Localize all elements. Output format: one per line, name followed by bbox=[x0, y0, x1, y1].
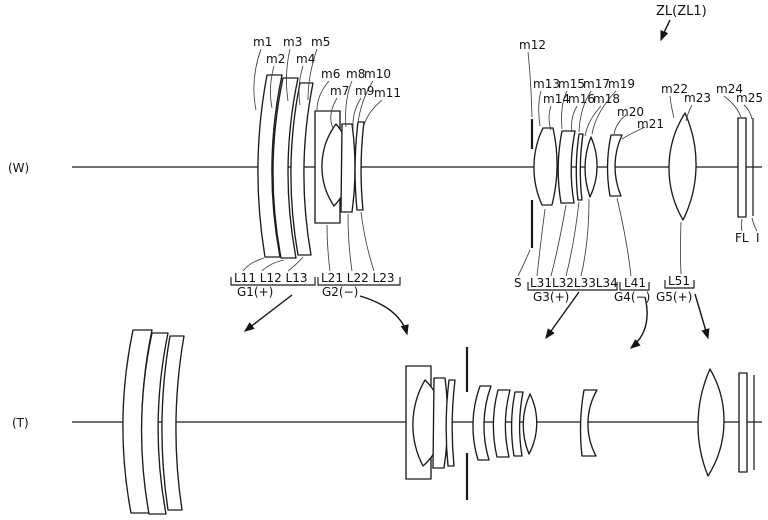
label-m5: m5 bbox=[311, 35, 330, 49]
label-g3-name: G3(+) bbox=[533, 290, 569, 304]
label-image-plane: I bbox=[756, 231, 760, 245]
w-lens-l51 bbox=[668, 112, 697, 221]
label-m3: m3 bbox=[283, 35, 302, 49]
w-lens-l31 bbox=[533, 127, 558, 206]
arrow-g5-to-tele bbox=[694, 293, 710, 340]
label-m10: m10 bbox=[364, 67, 391, 81]
label-view-tele: (T) bbox=[12, 416, 29, 430]
label-m13: m13 bbox=[533, 77, 560, 91]
t-filter-fl bbox=[738, 372, 748, 473]
t-lens-l51 bbox=[697, 368, 725, 477]
label-m6: m6 bbox=[321, 67, 340, 81]
t-lens-l31 bbox=[472, 385, 492, 461]
label-m1: m1 bbox=[253, 35, 272, 49]
label-m14: m14 bbox=[543, 92, 570, 106]
arrow-g2-to-tele bbox=[359, 295, 409, 336]
label-m18: m18 bbox=[593, 92, 620, 106]
label-g4-name: G4(−) bbox=[614, 290, 650, 304]
label-m25: m25 bbox=[736, 91, 763, 105]
label-m20: m20 bbox=[617, 105, 644, 119]
w-filter-fl bbox=[737, 117, 747, 218]
w-lens-l41 bbox=[606, 134, 623, 197]
arrow-g3-to-tele bbox=[545, 291, 580, 340]
t-lens-l13 bbox=[161, 335, 185, 511]
t-lens-l34 bbox=[522, 393, 538, 455]
label-m7: m7 bbox=[330, 84, 349, 98]
label-m4: m4 bbox=[296, 52, 315, 66]
t-lens-l41 bbox=[579, 389, 598, 457]
label-g5-elements: L51 bbox=[668, 274, 690, 288]
w-surface-leader-lines bbox=[253, 48, 753, 140]
label-g3-elements: L31L32L33L34 bbox=[530, 276, 618, 290]
label-m12: m12 bbox=[519, 38, 546, 52]
label-m2: m2 bbox=[266, 52, 285, 66]
w-lens-l12 bbox=[272, 77, 299, 259]
label-m15: m15 bbox=[558, 77, 585, 91]
label-g4-elements: L41 bbox=[624, 276, 646, 290]
label-view-wide: (W) bbox=[8, 161, 29, 175]
label-m23: m23 bbox=[684, 91, 711, 105]
view-tele: (T) bbox=[12, 329, 762, 515]
label-m17: m17 bbox=[583, 77, 610, 91]
w-lens-l11 bbox=[257, 74, 283, 258]
label-m9: m9 bbox=[355, 84, 374, 98]
label-m11: m11 bbox=[374, 86, 401, 100]
label-m16: m16 bbox=[568, 92, 595, 106]
arrow-g4-to-tele bbox=[629, 296, 648, 349]
label-g1-elements: L11 L12 L13 bbox=[234, 271, 308, 285]
w-lens-l33 bbox=[575, 133, 584, 201]
label-m22: m22 bbox=[661, 82, 688, 96]
label-stop: S bbox=[514, 276, 522, 290]
label-m21: m21 bbox=[637, 117, 664, 131]
t-lens-l22 bbox=[432, 377, 449, 469]
w-group-leader-lines bbox=[242, 197, 758, 277]
label-m19: m19 bbox=[608, 77, 635, 91]
label-filter: FL bbox=[735, 231, 749, 245]
w-lens-l23 bbox=[354, 121, 365, 211]
w-lens-l22 bbox=[340, 123, 356, 213]
label-m24: m24 bbox=[716, 82, 743, 96]
label-g2-name: G2(−) bbox=[322, 285, 358, 299]
label-system-zl: ZL(ZL1) bbox=[656, 4, 707, 19]
w-lens-l13 bbox=[290, 82, 314, 256]
t-lens-l23 bbox=[445, 379, 456, 467]
label-g1-name: G1(+) bbox=[237, 285, 273, 299]
view-wide: m1 m2 m3 m4 m5 m6 m7 m8 m9 m10 m11 m12 m… bbox=[8, 35, 763, 304]
t-lens-l32 bbox=[492, 389, 511, 458]
label-g5-name: G5(+) bbox=[656, 290, 692, 304]
arrow-g1-to-tele bbox=[243, 294, 293, 332]
t-lens-l12 bbox=[140, 332, 169, 515]
label-m8: m8 bbox=[346, 67, 365, 81]
w-lens-l34 bbox=[584, 136, 598, 198]
label-g2-elements: L21 L22 L23 bbox=[321, 271, 395, 285]
w-group-brackets bbox=[230, 277, 695, 291]
w-lens-l32 bbox=[557, 130, 576, 204]
zl-pointer-arrow bbox=[660, 19, 671, 42]
t-lens-l33 bbox=[510, 391, 524, 457]
